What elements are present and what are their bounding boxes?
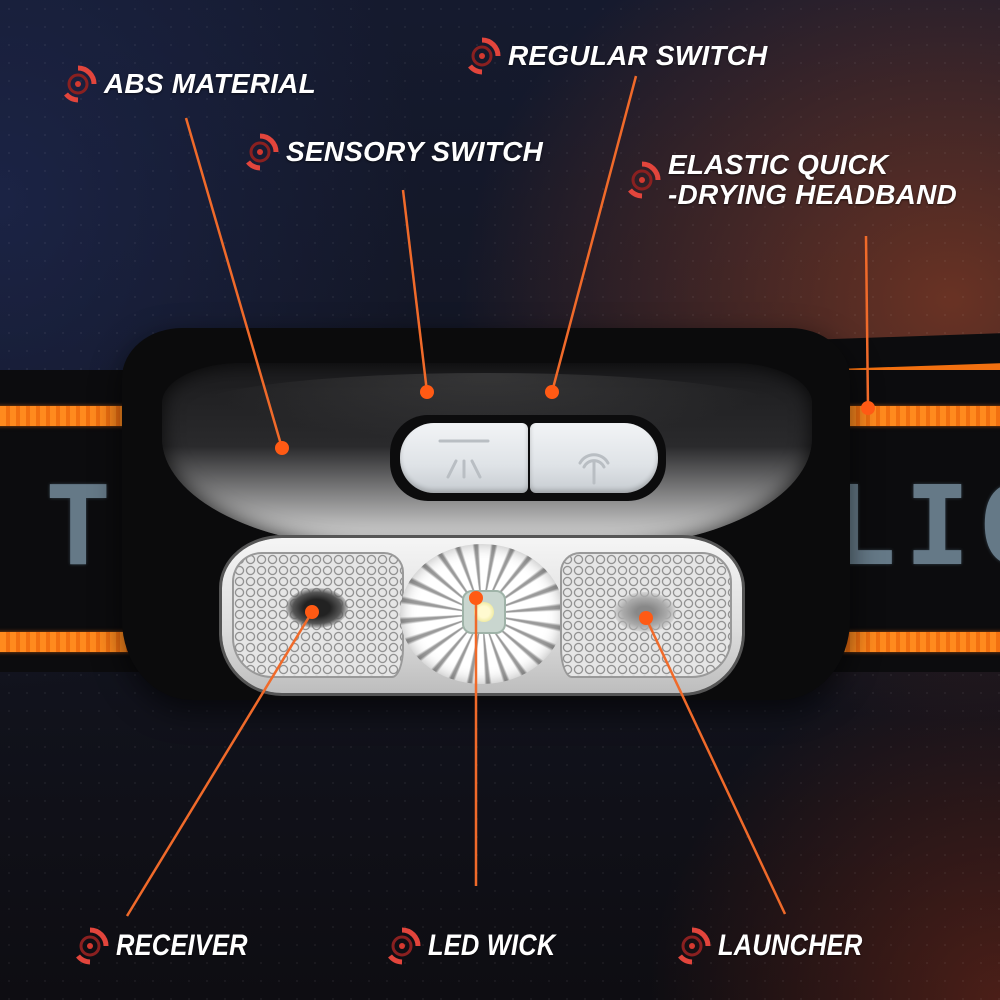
callout-regular-switch: REGULAR SWITCH [462, 36, 767, 76]
callout-text: LAUNCHER [718, 929, 863, 962]
abs-housing [162, 363, 812, 548]
switch-well [390, 415, 666, 501]
power-icon [578, 453, 610, 485]
callout-elastic-headband: ELASTIC QUICK -DRYING HEADBAND [622, 150, 957, 210]
dot-regular-switch [545, 385, 559, 399]
callout-text: REGULAR SWITCH [508, 40, 768, 71]
front-panel [222, 538, 742, 693]
dot-led-wick [469, 591, 483, 605]
target-icon [678, 927, 711, 965]
dot-launcher [639, 611, 653, 625]
target-icon [388, 927, 421, 965]
callout-line-2: -DRYING HEADBAND [668, 179, 957, 210]
target-icon [76, 927, 109, 965]
light-sensor-icon [438, 439, 490, 479]
target-icon [64, 65, 97, 103]
callout-text: RECEIVER [116, 929, 248, 962]
headband-text-right: LIG [830, 462, 1000, 590]
led-reflector [400, 544, 564, 684]
callout-sensory-switch: SENSORY SWITCH [240, 132, 543, 172]
callout-led-wick: LED WICK [382, 926, 578, 966]
callout-launcher: LAUNCHER [672, 926, 888, 966]
dot-receiver [305, 605, 319, 619]
target-icon [468, 37, 501, 75]
regular-switch-button[interactable] [530, 423, 658, 493]
sensory-switch-button[interactable] [400, 423, 528, 493]
led-wick-chip [462, 590, 506, 634]
target-icon [628, 161, 661, 199]
callout-line-1: ELASTIC QUICK [668, 149, 889, 180]
callout-text: SENSORY SWITCH [286, 136, 543, 167]
callout-text: LED WICK [428, 929, 556, 962]
dot-sensory-switch [420, 385, 434, 399]
dot-headband [861, 401, 875, 415]
callout-text: ELASTIC QUICK -DRYING HEADBAND [668, 150, 957, 210]
headlamp-body [122, 328, 850, 700]
callout-receiver: RECEIVER [70, 926, 271, 966]
callout-text: ABS MATERIAL [104, 68, 316, 99]
callout-abs-material: ABS MATERIAL [58, 64, 316, 104]
dot-abs-material [275, 441, 289, 455]
target-icon [246, 133, 279, 171]
